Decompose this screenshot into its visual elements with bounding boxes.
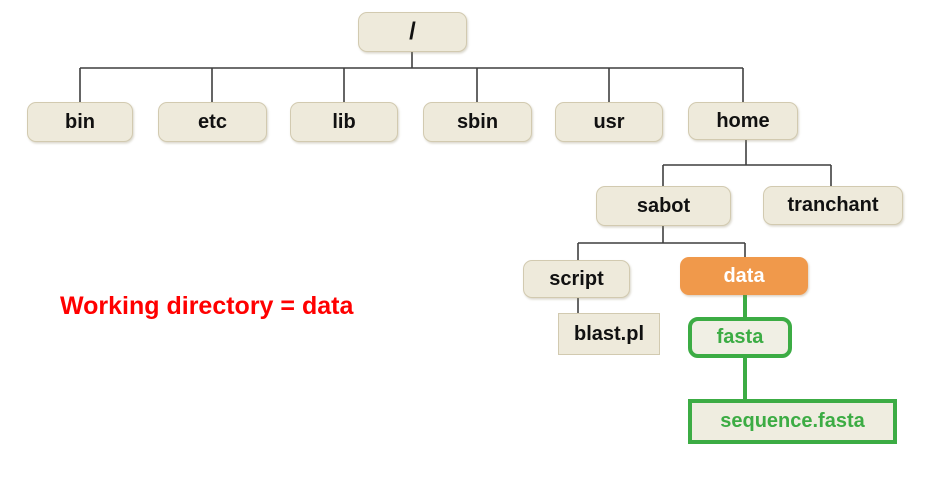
node-usr: usr bbox=[555, 102, 663, 142]
node-sabot: sabot bbox=[596, 186, 731, 226]
node-data: data bbox=[680, 257, 808, 295]
node-root: / bbox=[358, 12, 467, 52]
working-directory-annotation: Working directory = data bbox=[60, 292, 354, 320]
node-script: script bbox=[523, 260, 630, 298]
node-blast-pl: blast.pl bbox=[558, 313, 660, 355]
node-lib: lib bbox=[290, 102, 398, 142]
node-sequence-fasta: sequence.fasta bbox=[688, 399, 897, 444]
node-tranchant: tranchant bbox=[763, 186, 903, 225]
node-etc: etc bbox=[158, 102, 267, 142]
node-fasta: fasta bbox=[688, 317, 792, 358]
node-sbin: sbin bbox=[423, 102, 532, 142]
node-home: home bbox=[688, 102, 798, 140]
node-bin: bin bbox=[27, 102, 133, 142]
